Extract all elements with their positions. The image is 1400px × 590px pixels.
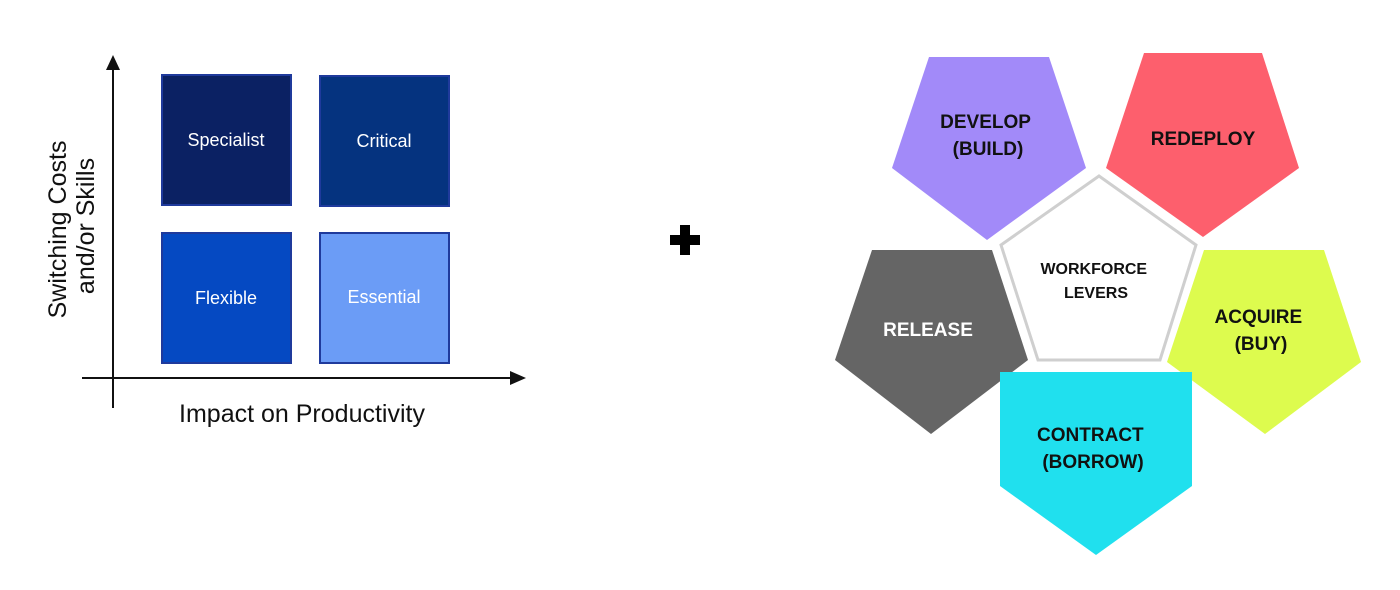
- y-axis-label-line2: and/or Skills: [72, 158, 100, 294]
- lever-center-line1: WORKFORCE: [1040, 261, 1147, 278]
- y-axis-arrow: [106, 55, 120, 70]
- quadrant-flexible-label: Flexible: [195, 288, 257, 308]
- lever-develop-line1: DEVELOP: [940, 112, 1031, 133]
- lever-contract-line2: (BORROW): [1042, 452, 1143, 473]
- lever-center-line2: LEVERS: [1064, 285, 1128, 302]
- quadrant-specialist: Specialist: [161, 74, 292, 206]
- lever-contract-line1: CONTRACT: [1037, 425, 1144, 446]
- quadrant-essential-label: Essential: [347, 287, 420, 307]
- quadrant-critical-box: [319, 75, 450, 207]
- lever-release-shape: [835, 250, 1028, 434]
- quadrant-critical-label: Critical: [356, 131, 411, 151]
- lever-contract-label: CONTRACT (BORROW): [1037, 425, 1149, 473]
- x-axis-arrow: [510, 371, 526, 385]
- lever-contract: CONTRACT (BORROW): [1000, 372, 1192, 555]
- lever-redeploy-shape: [1106, 53, 1299, 237]
- workforce-levers: DEVELOP (BUILD) REDEPLOY RELEASE ACQUIRE…: [835, 53, 1361, 555]
- y-axis-label-line1: Switching Costs: [44, 141, 72, 319]
- lever-acquire-line1: ACQUIRE: [1215, 307, 1303, 328]
- quadrant-flexible: Flexible: [161, 232, 292, 364]
- quadrant-essential: Essential: [319, 232, 450, 364]
- lever-redeploy: REDEPLOY: [1106, 53, 1299, 237]
- lever-develop: DEVELOP (BUILD): [892, 57, 1086, 240]
- lever-release-label: RELEASE: [883, 320, 973, 341]
- lever-center-shape: [999, 174, 1198, 362]
- lever-develop-label: DEVELOP (BUILD): [940, 112, 1036, 160]
- lever-develop-shape: [892, 57, 1086, 240]
- lever-acquire-shape: [1167, 250, 1361, 434]
- lever-redeploy-line1: REDEPLOY: [1151, 129, 1256, 150]
- quadrant-flexible-box: [161, 232, 292, 364]
- lever-acquire: ACQUIRE (BUY): [1167, 250, 1361, 434]
- lever-center: WORKFORCE LEVERS: [999, 174, 1198, 362]
- lever-release-line1: RELEASE: [883, 320, 973, 341]
- y-axis-label: Switching Costs and/or Skills: [44, 134, 100, 319]
- lever-release: RELEASE: [835, 250, 1028, 434]
- quadrant-specialist-label: Specialist: [187, 130, 264, 150]
- plus-icon: [670, 225, 700, 255]
- lever-redeploy-label: REDEPLOY: [1151, 129, 1256, 150]
- lever-develop-line2: (BUILD): [953, 139, 1024, 160]
- quadrant-specialist-box: [161, 74, 292, 206]
- lever-acquire-line2: (BUY): [1235, 334, 1288, 355]
- lever-acquire-label: ACQUIRE (BUY): [1215, 307, 1308, 355]
- lever-center-label: WORKFORCE LEVERS: [1040, 261, 1151, 302]
- lever-contract-shape: [1000, 372, 1192, 555]
- x-axis-label: Impact on Productivity: [179, 400, 425, 428]
- quadrant-critical: Critical: [319, 75, 450, 207]
- talent-matrix: Specialist Critical Flexible Essential S…: [44, 55, 526, 428]
- quadrant-essential-box: [319, 232, 450, 364]
